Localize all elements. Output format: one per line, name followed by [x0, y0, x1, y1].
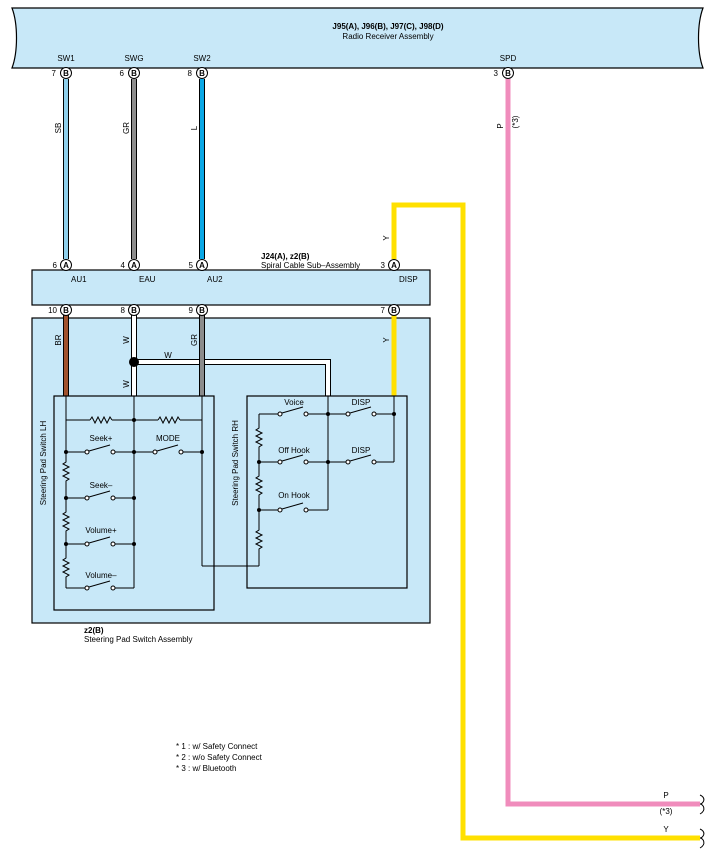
note-2: * 2 : w/o Safety Connect [176, 753, 263, 762]
wire-spd: P (*3) [496, 79, 700, 807]
spiral-top-pin-num: 4 [121, 261, 126, 270]
spiral-top-pin-num: 6 [53, 261, 58, 270]
steering-pad-switch-lh: Steering Pad Switch LH Seek+ MODE [39, 395, 247, 611]
spiral-cable-assembly: J24(A), z2(B) Spiral Cable Sub–Assembly [31, 252, 431, 306]
radio-receiver-codes: J95(A), J96(B), J97(C), J98(D) [332, 22, 443, 31]
spiral-bottom-pin-num: 10 [48, 306, 57, 315]
spiral-bottom-pin-num: 8 [121, 306, 126, 315]
lower-wires: BR W W W GR Y [54, 315, 397, 396]
pin-conn-sw1: B [63, 69, 69, 78]
spiral-top-pin-num: 5 [189, 261, 194, 270]
switch-label-seek-minus: Seek– [90, 481, 113, 490]
switch-label-disp-upper: DISP [352, 398, 371, 407]
spiral-bottom-pin-num: 9 [189, 306, 194, 315]
spiral-top-pin-signal: AU1 [71, 275, 87, 284]
wire-code-w-upper: W [122, 336, 131, 344]
rh-label: Steering Pad Switch RH [231, 420, 240, 506]
note-3: * 3 : w/ Bluetooth [176, 764, 236, 773]
steering-pad-name: Steering Pad Switch Assembly [84, 635, 193, 644]
switch-label-seek-plus: Seek+ [90, 434, 113, 443]
pin-num-swg: 6 [120, 69, 125, 78]
wire-swg: GR [122, 79, 137, 259]
spiral-bottom-pin-num: 7 [381, 306, 386, 315]
wire-code-gr-lower: GR [190, 334, 199, 346]
switch-label-off-hook: Off Hook [278, 446, 310, 455]
spiral-cable-name: Spiral Cable Sub–Assembly [261, 261, 360, 270]
pin-num-spd: 3 [494, 69, 499, 78]
note-1: * 1 : w/ Safety Connect [176, 742, 258, 751]
spiral-top-pins: A 6 AU1 A 4 EAU A 5 AU2 A 3 DISP [53, 259, 418, 284]
switch-label-voice: Voice [284, 398, 304, 407]
steering-pad-switch-rh: Steering Pad Switch RH Voice DISP Off Ho… [231, 395, 408, 589]
continuation-y-label: Y [663, 825, 669, 834]
pin-num-sw1: 7 [52, 69, 57, 78]
switch-label-mode: MODE [156, 434, 180, 443]
wire-code-w-splice: W [164, 351, 172, 360]
lh-label: Steering Pad Switch LH [39, 421, 48, 506]
spiral-top-pin-num: 3 [381, 261, 386, 270]
continuation-p: P (*3) [660, 791, 705, 816]
switch-label-volume-plus: Volume+ [85, 526, 117, 535]
spiral-top-pin-conn: A [391, 261, 397, 270]
continuation-p-label: P [663, 791, 668, 800]
spiral-top-pin-signal: AU2 [207, 275, 223, 284]
wire-sw1: SB [54, 79, 69, 259]
spiral-bottom-pin-conn: B [391, 306, 397, 315]
radio-pin-spd: SPD 3 B [494, 54, 517, 79]
wire-sw2: L [190, 79, 205, 259]
pin-signal-sw1: SW1 [57, 54, 75, 63]
wire-code-w-lower: W [122, 380, 131, 388]
spiral-bottom-pins: B 10 B 8 B 9 B 7 [48, 304, 400, 316]
switch-label-on-hook: On Hook [278, 491, 311, 500]
spiral-top-pin-conn: A [131, 261, 137, 270]
radio-receiver-assembly: J95(A), J96(B), J97(C), J98(D) Radio Rec… [11, 7, 704, 69]
pin-conn-swg: B [131, 69, 137, 78]
spiral-bottom-pin-conn: B [131, 306, 137, 315]
wire-code-y-upper: Y [382, 235, 391, 241]
spiral-bottom-pin-conn: B [199, 306, 205, 315]
wire-code-gr: GR [122, 122, 131, 134]
wire-note-p: (*3) [511, 115, 520, 128]
spiral-cable-codes: J24(A), z2(B) [261, 252, 310, 261]
pin-signal-sw2: SW2 [193, 54, 211, 63]
spiral-top-pin-conn: A [63, 261, 69, 270]
radio-pin-sw2: SW2 8 B [188, 54, 211, 79]
continuation-p-note: (*3) [660, 807, 673, 816]
switch-label-volume-minus: Volume– [85, 571, 117, 580]
wire-code-y-lower: Y [382, 337, 391, 343]
steering-pad-code: z2(B) [84, 626, 104, 635]
spiral-top-pin-signal: EAU [139, 275, 156, 284]
pin-signal-spd: SPD [500, 54, 517, 63]
wire-code-p: P [496, 123, 505, 128]
pin-conn-sw2: B [199, 69, 205, 78]
spiral-top-pin-signal: DISP [399, 275, 418, 284]
pin-num-sw2: 8 [188, 69, 193, 78]
wire-code-l: L [190, 125, 199, 130]
pin-signal-swg: SWG [124, 54, 143, 63]
wire-code-sb: SB [54, 123, 63, 134]
continuation-y: Y [663, 825, 705, 849]
switch-label-disp-lower: DISP [352, 446, 371, 455]
wire-code-br: BR [54, 334, 63, 345]
radio-pin-swg: SWG 6 B [120, 54, 144, 79]
steering-pad-label: z2(B) Steering Pad Switch Assembly [84, 626, 193, 644]
radio-pin-sw1: SW1 7 B [52, 54, 75, 79]
spiral-bottom-pin-conn: B [63, 306, 69, 315]
pin-conn-spd: B [505, 69, 511, 78]
radio-receiver-name: Radio Receiver Assembly [342, 32, 433, 41]
notes: * 1 : w/ Safety Connect * 2 : w/o Safety… [176, 742, 263, 773]
wire-disp: Y [382, 202, 700, 841]
spiral-top-pin-conn: A [199, 261, 205, 270]
